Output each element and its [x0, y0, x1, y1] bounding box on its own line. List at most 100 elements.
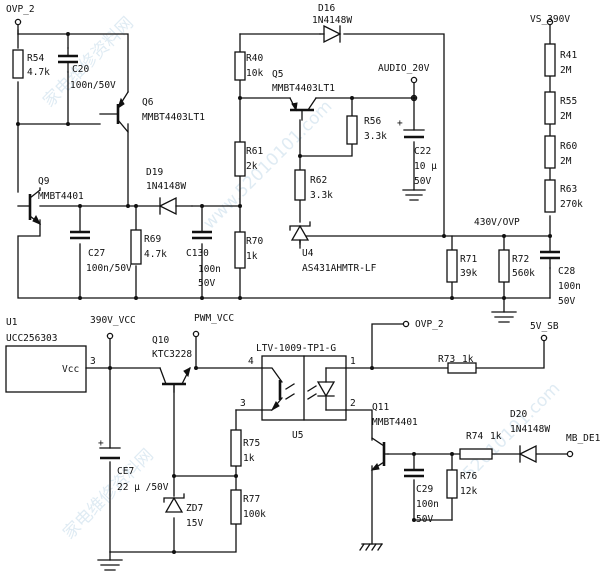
svg-text:2M: 2M — [560, 65, 572, 76]
zener-zd7: ZD7 15V — [163, 493, 203, 529]
svg-text:C20: C20 — [72, 64, 89, 75]
svg-text:U4: U4 — [302, 248, 314, 259]
net-label-430v-ovp: 430V/OVP — [474, 217, 520, 228]
svg-text:C27: C27 — [88, 248, 105, 259]
svg-text:MB_DE1: MB_DE1 — [566, 433, 601, 444]
svg-text:39k: 39k — [460, 268, 477, 279]
net-label-audio-20v: AUDIO_20V — [378, 63, 430, 102]
net-label-pwm-vcc: PWM_VCC — [192, 313, 234, 338]
svg-text:D20: D20 — [510, 409, 527, 420]
capacitor-c22: + C22 10 μ 50V — [397, 118, 437, 187]
svg-text:1N4148W: 1N4148W — [312, 15, 352, 26]
svg-text:10k: 10k — [246, 68, 263, 79]
svg-text:R73: R73 — [438, 354, 455, 365]
svg-text:100n: 100n — [558, 281, 581, 292]
svg-text:50V: 50V — [414, 176, 431, 187]
svg-text:390V_VCC: 390V_VCC — [90, 315, 136, 326]
svg-text:3: 3 — [90, 356, 96, 367]
svg-text:15V: 15V — [186, 518, 203, 529]
junction-dots — [16, 32, 552, 300]
svg-text:C130: C130 — [186, 248, 209, 259]
svg-text:50V: 50V — [558, 296, 575, 307]
svg-text:AS431AHMTR-LF: AS431AHMTR-LF — [302, 263, 377, 274]
svg-text:430V/OVP: 430V/OVP — [474, 217, 520, 228]
svg-text:R76: R76 — [460, 471, 477, 482]
svg-text:560k: 560k — [512, 268, 535, 279]
transistor-q6: Q6 MMBT4403LT1 — [99, 91, 205, 133]
svg-text:R56: R56 — [364, 116, 381, 127]
resistor-r73: R73 1k — [438, 354, 477, 374]
net-label-5v-sb: 5V_SB — [530, 321, 559, 342]
svg-text:R71: R71 — [460, 254, 477, 265]
transistor-q9: Q9 MMBT4401 — [17, 176, 84, 225]
svg-text:3: 3 — [240, 398, 246, 409]
svg-text:5V_SB: 5V_SB — [530, 321, 559, 332]
svg-text:2: 2 — [350, 398, 356, 409]
svg-text:Q10: Q10 — [152, 335, 169, 346]
capacitor-c28: C28 100n 50V — [540, 250, 581, 307]
capacitor-c29: C29 100n 50V — [404, 468, 439, 525]
svg-text:Q6: Q6 — [142, 97, 154, 108]
resistor-r69: R69 4.7k — [130, 229, 167, 265]
svg-text:2M: 2M — [560, 111, 572, 122]
svg-text:22 μ /50V: 22 μ /50V — [117, 482, 169, 493]
resistor-r75: R75 1k — [230, 429, 260, 467]
svg-text:Vcc: Vcc — [62, 364, 79, 375]
ground-symbol — [97, 551, 123, 571]
svg-text:R74: R74 — [466, 431, 483, 442]
svg-text:MMBT4401: MMBT4401 — [372, 417, 418, 428]
svg-text:R41: R41 — [560, 50, 577, 61]
svg-text:4.7k: 4.7k — [144, 249, 167, 260]
svg-text:100n: 100n — [416, 499, 439, 510]
watermark-text: 家电维修资料网 — [39, 13, 137, 111]
resistor-r61: R61 2k — [234, 141, 263, 177]
diode-d19: D19 1N4148W — [146, 167, 193, 216]
resistor-r77: R77 100k — [230, 489, 266, 525]
svg-text:1k: 1k — [490, 431, 502, 442]
svg-text:12k: 12k — [460, 486, 477, 497]
watermark-text: www.52010101.com — [199, 97, 336, 234]
wiring-top-middle — [239, 33, 551, 299]
resistor-r76: R76 12k — [446, 469, 477, 499]
resistor-r63: R63 270k — [544, 179, 583, 213]
junction-dots — [108, 366, 454, 554]
svg-text:4.7k: 4.7k — [27, 67, 50, 78]
svg-text:100n/50V: 100n/50V — [70, 80, 116, 91]
svg-text:VS_390V: VS_390V — [530, 14, 570, 25]
ground-symbol — [491, 311, 517, 323]
capacitor-ce7: + CE7 22 μ /50V — [98, 438, 169, 493]
wiring-top-right — [451, 23, 551, 313]
optocoupler-u5: LTV-1009-TP1-G U5 4 3 1 2 — [240, 343, 356, 441]
svg-text:PWM_VCC: PWM_VCC — [194, 313, 234, 324]
resistor-r41: R41 2M — [544, 43, 577, 77]
svg-text:Q11: Q11 — [372, 402, 389, 413]
svg-text:MMBT4401: MMBT4401 — [38, 191, 84, 202]
net-label: OVP_2 — [6, 4, 35, 15]
svg-text:AUDIO_20V: AUDIO_20V — [378, 63, 430, 74]
net-label-vs-390v: VS_390V — [530, 14, 570, 26]
svg-text:R77: R77 — [243, 494, 260, 505]
resistor-r60: R60 2M — [544, 135, 577, 169]
diode-d16: D16 1N4148W — [312, 3, 352, 44]
svg-text:1k: 1k — [243, 453, 255, 464]
svg-text:2k: 2k — [246, 161, 258, 172]
svg-text:D16: D16 — [318, 3, 335, 14]
resistor-r72: R72 560k — [498, 249, 535, 283]
svg-text:R63: R63 — [560, 184, 577, 195]
capacitor-c130: C130 100n 50V — [186, 230, 221, 289]
resistor-r70: R70 1k — [234, 231, 263, 269]
watermark-text: 家电维修资料网 — [59, 445, 157, 543]
resistor-r56: R56 3.3k — [346, 115, 387, 145]
shunt-regulator-u4: U4 AS431AHMTR-LF — [289, 221, 377, 274]
svg-text:C28: C28 — [558, 266, 575, 277]
svg-text:U1: U1 — [6, 317, 18, 328]
wiring-bottom-left — [85, 335, 263, 553]
svg-text:R70: R70 — [246, 236, 263, 247]
svg-text:KTC3228: KTC3228 — [152, 349, 192, 360]
svg-text:R55: R55 — [560, 96, 577, 107]
svg-text:R69: R69 — [144, 234, 161, 245]
svg-text:Q5: Q5 — [272, 69, 283, 80]
capacitor-c27: C27 100n/50V — [70, 230, 132, 274]
svg-text:ZD7: ZD7 — [186, 503, 203, 514]
svg-text:100n: 100n — [198, 264, 221, 275]
